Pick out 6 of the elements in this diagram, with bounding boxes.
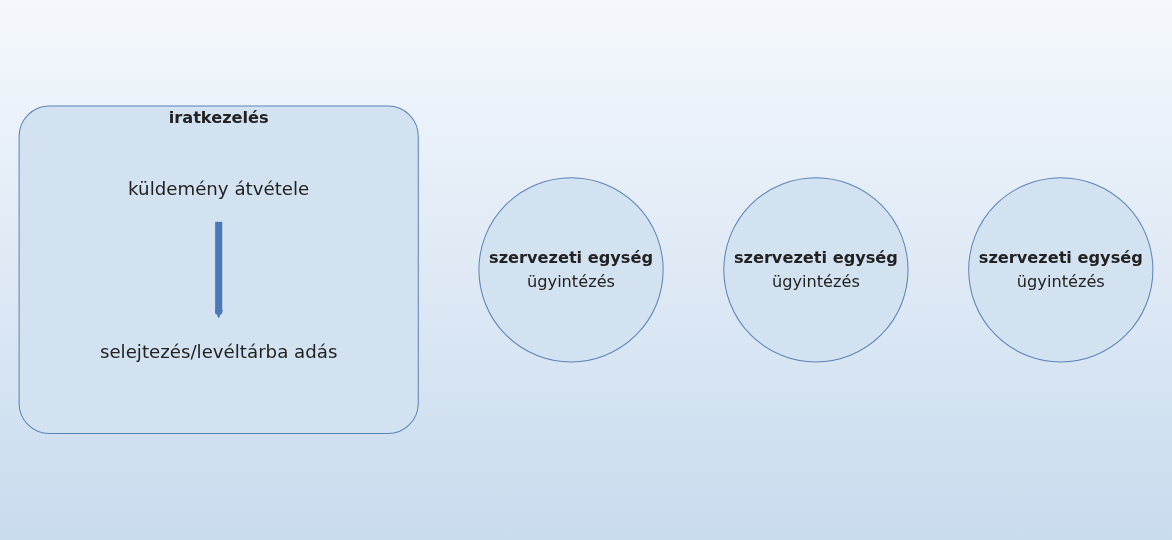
node-text: küldemény átvétele (128, 177, 310, 199)
node-circle: szervezeti egység ügyintézés (968, 177, 1154, 363)
node-circle: szervezeti egység ügyintézés (478, 177, 664, 363)
node-text: selejtezés/levéltárba adás (99, 341, 338, 363)
node-circle: szervezeti egység ügyintézés (723, 177, 909, 363)
arrow (214, 222, 224, 319)
